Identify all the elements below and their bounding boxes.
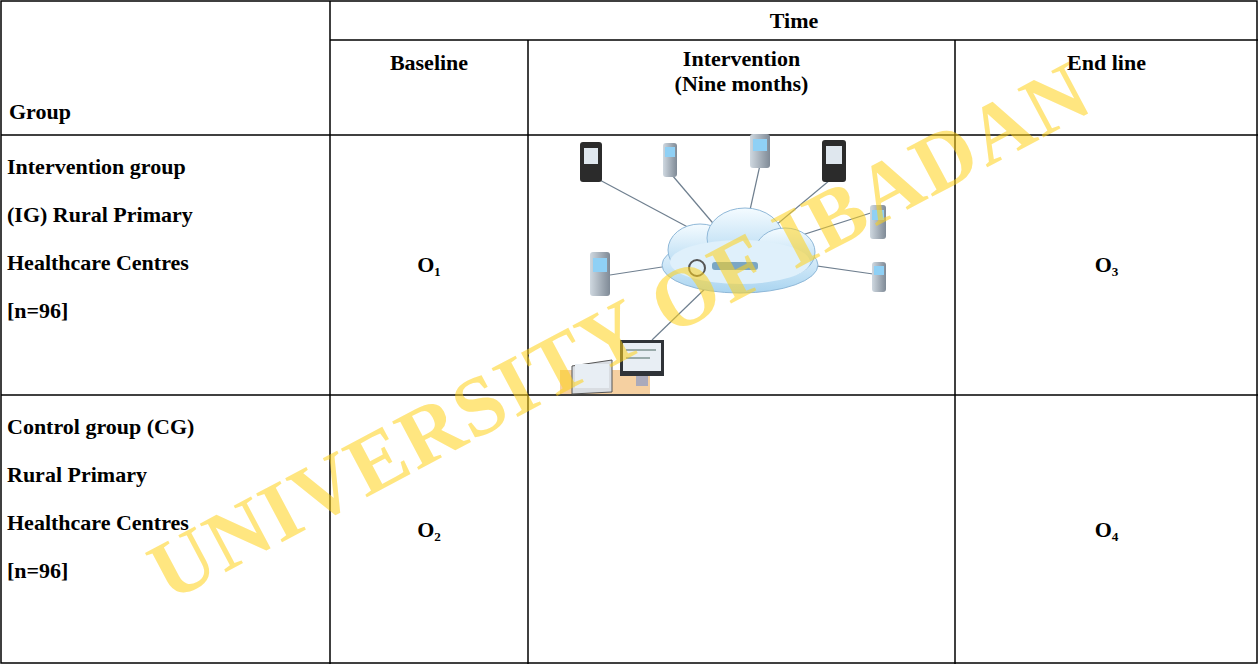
header-cell: End line <box>1067 50 1146 76</box>
table-cell: O₂ <box>330 395 528 664</box>
table-cell: Group <box>1 40 330 135</box>
table-cell: O₃ <box>955 135 1258 395</box>
header-cell: Group <box>9 99 71 125</box>
table-cell: O₁ <box>330 135 528 395</box>
table-cell: Control group (CG) Rural Primary Healthc… <box>1 395 330 664</box>
observation-label: O₂ <box>417 517 441 543</box>
observation-label: O₁ <box>417 252 441 278</box>
table-cell: End line <box>955 40 1258 135</box>
header-cell: Baseline <box>390 50 468 76</box>
header-cell: Time <box>770 8 818 34</box>
observation-label: O₄ <box>1095 517 1119 543</box>
group-label: Control group (CG) Rural Primary Healthc… <box>7 403 229 595</box>
table-cell: Baseline <box>330 40 528 135</box>
table-cell: Time <box>330 1 1258 40</box>
header-cell: Intervention (Nine months) <box>662 46 822 97</box>
table-cell: Intervention group (IG) Rural Primary He… <box>1 135 330 395</box>
watermark: UNIVERSITY OF IBADAN <box>133 40 1107 619</box>
observation-label: O₃ <box>1095 252 1119 278</box>
table-cell: O₄ <box>955 395 1258 664</box>
table-cell: Intervention (Nine months) <box>528 40 955 135</box>
group-label: Intervention group (IG) Rural Primary He… <box>7 143 229 335</box>
